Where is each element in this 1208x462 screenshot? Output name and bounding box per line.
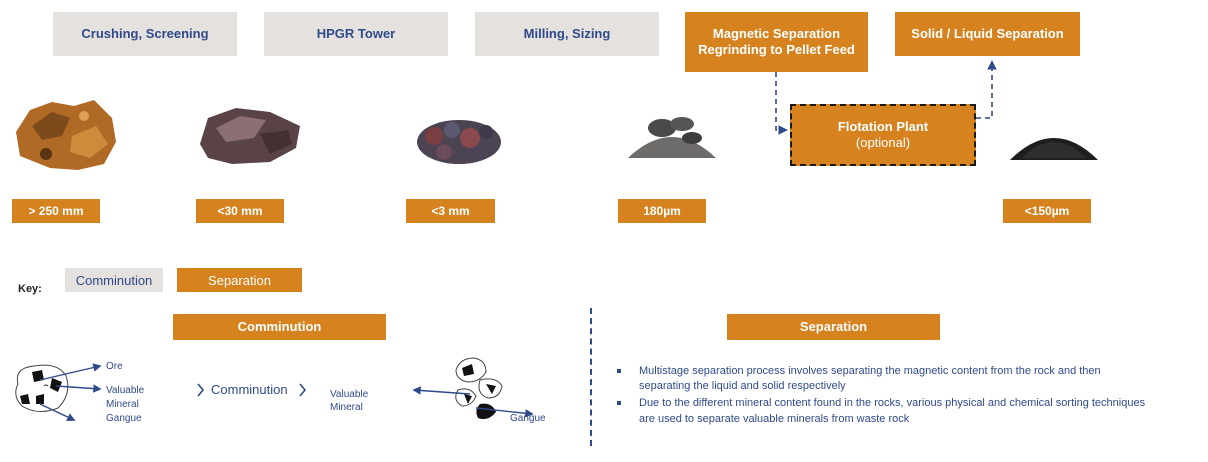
comminution-process-label: Comminution — [211, 382, 288, 397]
size-label-180um: 180µm — [618, 199, 706, 223]
flotation-plant-box: Flotation Plant (optional) — [790, 104, 976, 166]
key-separation: Separation — [177, 268, 302, 292]
stage-milling: Milling, Sizing — [475, 12, 659, 56]
stage-magnetic-separation: Magnetic Separation Regrinding to Pellet… — [685, 12, 868, 72]
stage-magnetic-line1: Magnetic Separation — [712, 25, 841, 41]
label-gangue-2: Gangue — [510, 413, 546, 424]
rock-image-medium — [200, 108, 300, 164]
stage-hpgr: HPGR Tower — [264, 12, 448, 56]
label-mineral: Mineral — [106, 399, 139, 410]
section-divider — [590, 308, 592, 446]
connector-magnetic-to-flotation — [775, 72, 788, 135]
size-label-30mm: <30 mm — [196, 199, 284, 223]
separation-bullets: Multistage separation process involves s… — [617, 364, 1152, 429]
bullet-marker-icon — [617, 369, 621, 373]
stage-solid-liquid: Solid / Liquid Separation — [895, 12, 1080, 56]
stage-crushing: Crushing, Screening — [53, 12, 237, 56]
liberated-particles-icon — [455, 357, 503, 420]
label-gangue: Gangue — [106, 413, 142, 424]
comminution-diagram — [15, 357, 534, 421]
size-label-3mm: <3 mm — [406, 199, 495, 223]
separation-bullet: Multistage separation process involves s… — [617, 364, 1152, 394]
bullet-marker-icon — [617, 401, 621, 406]
crushed-powder-image — [628, 117, 716, 158]
flotation-title: Flotation Plant — [837, 118, 929, 134]
key-label: Key: — [18, 283, 42, 295]
label-valuable-2: Valuable — [330, 389, 369, 400]
label-ore: Ore — [106, 361, 123, 372]
stage-magnetic-line2: Regrinding to Pellet Feed — [698, 42, 855, 57]
key-comminution: Comminution — [65, 268, 163, 292]
separation-bullet-text: Multistage separation process involves s… — [639, 365, 1101, 393]
flotation-subtitle: (optional) — [855, 135, 911, 150]
size-label-250mm: > 250 mm — [12, 199, 100, 223]
connector-flotation-to-solid — [976, 60, 997, 119]
size-label-150um: <150µm — [1003, 199, 1091, 223]
label-mineral-2: Mineral — [330, 402, 363, 413]
rock-image-small-pebbles — [417, 120, 501, 164]
label-valuable: Valuable — [106, 385, 145, 396]
rock-image-large — [16, 100, 116, 170]
separation-bullet-text: Due to the different mineral content fou… — [639, 397, 1146, 425]
comminution-header: Comminution — [173, 314, 386, 340]
separation-bullet: Due to the different mineral content fou… — [617, 396, 1152, 426]
separation-header: Separation — [727, 314, 940, 340]
fine-powder-image — [1010, 138, 1098, 160]
